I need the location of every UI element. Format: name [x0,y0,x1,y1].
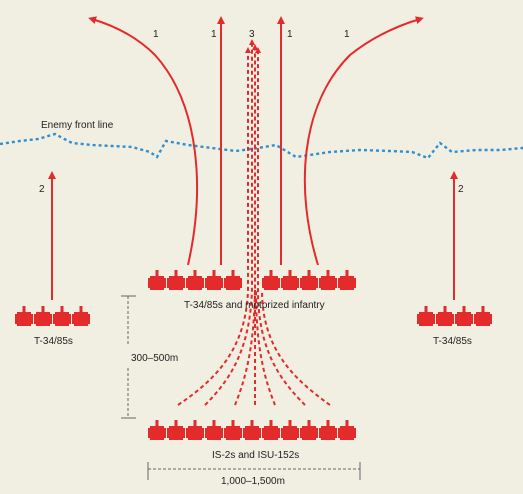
front-line-label: Enemy front line [41,120,114,131]
tank-icon [338,270,356,290]
tank-icon [15,306,33,326]
arrow-number-center: 3 [249,29,255,40]
depth-label: 300–500m [131,353,178,364]
tank-row-right-flank [417,306,492,326]
tank-icon [205,270,223,290]
main-group-label: T-34/85s and motorized infantry [184,300,325,311]
tank-icon [262,420,280,440]
tank-icon [417,306,435,326]
enemy-front-line [0,132,523,160]
heavy-group-label: IS-2s and ISU-152s [212,450,299,461]
tank-icon [319,270,337,290]
depth-dimension [121,295,136,419]
arrow-outer-left [88,16,198,266]
tank-icon [53,306,71,326]
tank-row-main-group [148,270,356,290]
tank-icon [186,270,204,290]
tank-icon [186,420,204,440]
tank-icon [300,270,318,290]
tank-icon [167,420,185,440]
tank-icon [148,420,166,440]
tank-icon [224,270,242,290]
tank-icon [281,420,299,440]
tank-icon [167,270,185,290]
tank-icon [262,270,280,290]
arrow-number-flank-left: 2 [39,184,45,195]
tank-icon [319,420,337,440]
tank-icon [300,420,318,440]
tank-icon [224,420,242,440]
arrow-number-inner-right: 1 [287,29,293,40]
right-flank-label: T-34/85s [433,336,472,347]
arrow-center-bundle [177,39,331,406]
tank-icon [243,420,261,440]
width-label: 1,000–1,500m [221,476,285,487]
tank-icon [436,306,454,326]
arrow-number-outer-left: 1 [153,29,159,40]
tank-icon [148,270,166,290]
arrow-number-flank-right: 2 [458,184,464,195]
tank-icon [34,306,52,326]
tank-icon [474,306,492,326]
arrow-number-inner-left: 1 [211,29,217,40]
tank-row-left-flank [15,306,90,326]
tank-icon [338,420,356,440]
tank-icon [72,306,90,326]
width-dimension [147,462,361,480]
arrow-number-outer-right: 1 [344,29,350,40]
left-flank-label: T-34/85s [34,336,73,347]
tank-row-heavy-group [148,420,356,440]
tank-icon [205,420,223,440]
tank-icon [455,306,473,326]
arrow-outer-right [303,16,424,266]
tank-icon [281,270,299,290]
